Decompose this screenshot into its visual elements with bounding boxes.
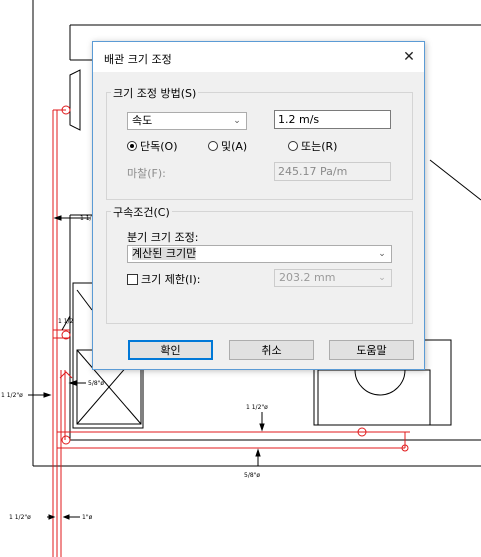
cancel-button[interactable]: 취소 bbox=[229, 340, 314, 360]
radio-and-indicator bbox=[208, 141, 218, 151]
size-limit-checkbox-box bbox=[127, 273, 138, 285]
sizing-method-select-value: 속도 bbox=[132, 114, 153, 127]
radio-or-indicator bbox=[288, 141, 298, 151]
size-limit-select-value: 203.2 mm bbox=[279, 271, 336, 284]
dialog-title: 배관 크기 조정 bbox=[104, 53, 172, 66]
help-button[interactable]: 도움말 bbox=[329, 340, 414, 360]
dialog-titlebar[interactable]: 배관 크기 조정 ✕ bbox=[93, 42, 424, 72]
velocity-input[interactable]: 1.2 m/s bbox=[274, 110, 391, 129]
radio-or[interactable]: 또는(R) bbox=[288, 138, 337, 154]
constraints-group: 구속조건(C) bbox=[106, 204, 413, 324]
radio-only-indicator bbox=[127, 141, 137, 151]
dim-label-4: 5/8"ø bbox=[88, 380, 104, 387]
dim-label-2: 1 1/2"ø bbox=[1, 392, 23, 399]
branch-sizing-select[interactable]: 계산된 크기만 ⌄ bbox=[127, 245, 392, 263]
ok-button[interactable]: 확인 bbox=[128, 340, 213, 360]
radio-or-label: 또는(R) bbox=[301, 140, 338, 153]
friction-input-value: 245.17 Pa/m bbox=[278, 165, 348, 178]
size-limit-select[interactable]: 203.2 mm ⌄ bbox=[274, 269, 392, 287]
branch-sizing-label: 분기 크기 조정: bbox=[127, 231, 199, 244]
dim-label-7: 1 1/2 bbox=[80, 215, 96, 222]
chevron-down-icon: ⌄ bbox=[378, 273, 386, 283]
pipe-sizing-dialog: 배관 크기 조정 ✕ 크기 조정 방법(S) 속도 ⌄ 1.2 m/s 단독(O… bbox=[92, 41, 425, 370]
dim-label-3: 1 1/2"ø bbox=[246, 404, 268, 411]
sizing-method-group: 크기 조정 방법(S) bbox=[106, 85, 413, 200]
chevron-down-icon: ⌄ bbox=[233, 116, 241, 126]
radio-only[interactable]: 단독(O) bbox=[127, 138, 177, 154]
dim-label-5: 1 1/2"ø bbox=[9, 514, 31, 521]
size-limit-checkbox[interactable]: 크기 제한(I): bbox=[127, 271, 201, 287]
radio-and[interactable]: 및(A) bbox=[208, 138, 247, 154]
radio-only-label: 단독(O) bbox=[140, 140, 178, 153]
dim-label-6: 5/8"ø bbox=[244, 472, 260, 479]
radio-and-label: 및(A) bbox=[221, 140, 248, 153]
velocity-input-value: 1.2 m/s bbox=[278, 113, 320, 126]
dim-label-1: 1 1/2 bbox=[58, 318, 74, 325]
friction-label: 마찰(F): bbox=[127, 167, 166, 180]
chevron-down-icon: ⌄ bbox=[378, 249, 386, 259]
branch-sizing-select-value: 계산된 크기만 bbox=[132, 247, 197, 260]
size-limit-checkbox-label: 크기 제한(I): bbox=[141, 273, 201, 286]
friction-input[interactable]: 245.17 Pa/m bbox=[274, 162, 391, 181]
constraints-label: 구속조건(C) bbox=[111, 204, 172, 220]
sizing-method-label: 크기 조정 방법(S) bbox=[111, 85, 199, 101]
close-icon[interactable]: ✕ bbox=[403, 49, 415, 65]
dim-label-8: 1"ø bbox=[82, 514, 93, 521]
sizing-method-select[interactable]: 속도 ⌄ bbox=[127, 112, 247, 130]
